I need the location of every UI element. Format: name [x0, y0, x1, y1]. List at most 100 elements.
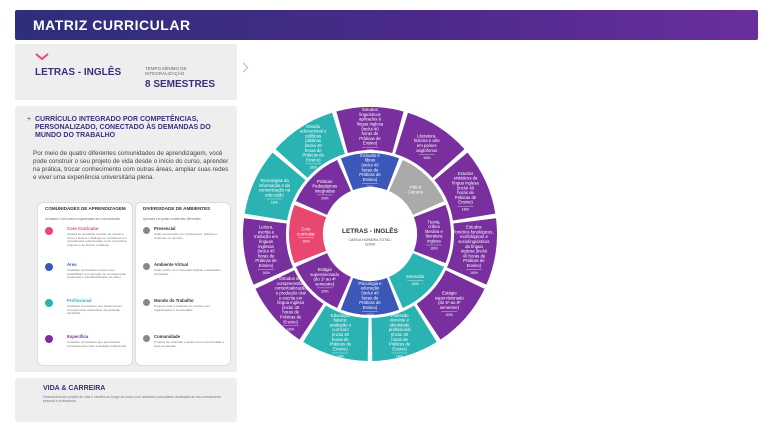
life-career-card: VIDA & CARREIRA Desenvolva seu projeto d… [15, 378, 237, 422]
community-desc: Aborda as temáticas centrais do mundo e … [67, 232, 128, 248]
environments-title: DIVERSIDADE DE AMBIENTES [143, 206, 211, 211]
inner-segment-hours: 160h [412, 282, 420, 286]
wheel-center-hours: CARGA HORÁRIA TOTAL:3200H [349, 238, 392, 247]
environments-subtitle: Aprenda em quatro ambientes diferentes [143, 217, 201, 221]
wheel-center [326, 190, 414, 278]
page-title: MATRIZ CURRICULAR [33, 17, 191, 33]
community-dot [45, 227, 53, 235]
inner-segment-hours: 160h [302, 239, 310, 243]
environment-desc: Projetos reais e práticas em contato com… [154, 304, 211, 312]
outer-segment-hours: 160h [287, 327, 295, 331]
outer-segment-hours: 200h [446, 313, 454, 317]
inner-segment [413, 204, 451, 264]
outer-segment-hours: 160h [271, 200, 279, 204]
outer-segment-hours: 160h [310, 165, 318, 169]
header-bar: MATRIZ CURRICULAR [15, 10, 758, 40]
inner-segment-hours: 160h [430, 247, 438, 251]
outer-segment [447, 218, 497, 285]
outer-segment-hours: 160h [470, 271, 478, 275]
inner-segment-label: Vida &Carreira [407, 185, 423, 195]
community-name: Profissional [67, 298, 92, 303]
outer-segment [336, 107, 404, 153]
curriculum-headline: CURRÍCULO INTEGRADO POR COMPETÊNCIAS, PE… [35, 116, 211, 139]
community-dot [45, 335, 53, 343]
curriculum-intro: Por meio de quatro diferentes comunidade… [33, 150, 229, 181]
outer-segment [244, 152, 306, 221]
community-desc: Unidades curriculares comuns que possibi… [67, 268, 126, 280]
outer-segment-hours: 160h [337, 354, 345, 358]
environment-icon [143, 227, 150, 234]
outer-segment-hours: 160h [262, 271, 270, 275]
outer-segment [434, 152, 496, 221]
plus-icon: + [27, 116, 32, 123]
inner-segment-hours: 200h [321, 196, 329, 200]
community-desc: Unidades curriculares que desenvolvem co… [67, 304, 123, 316]
outer-segment-hours: 160h [396, 354, 404, 358]
inner-segment [389, 159, 445, 215]
outer-segment [303, 305, 369, 361]
environment-name: Ambiente Virtual [154, 262, 189, 267]
inner-segment [295, 159, 351, 215]
community-name: Área [67, 262, 77, 267]
environment-desc: Aulas presenciais com professores, práti… [154, 232, 218, 240]
life-career-title: VIDA & CARREIRA [43, 385, 106, 392]
inner-segment [340, 277, 400, 316]
outer-segment-hours: 160h [423, 156, 431, 160]
inner-segment [289, 204, 327, 264]
environment-icon [143, 299, 150, 306]
outer-segment [416, 270, 485, 340]
inner-segment-hours: 160h [366, 313, 374, 317]
environments-box: DIVERSIDADE DE AMBIENTES Aprenda em quat… [135, 202, 231, 366]
outer-segment [395, 112, 465, 178]
outer-segment [275, 112, 345, 178]
communities-title: COMUNIDADES DE APRENDIZAGEM [45, 206, 126, 211]
communities-box: COMUNIDADES DE APRENDIZAGEM Unidades Cur… [37, 202, 133, 366]
community-name: Core Curricular [67, 226, 99, 231]
inner-segment [295, 253, 351, 309]
environment-icon [143, 263, 150, 270]
community-name: Específica [67, 334, 89, 339]
environment-name: Presencial [154, 226, 176, 231]
outer-segment [255, 270, 324, 340]
inner-segment-label: Extensão [406, 274, 425, 279]
integration-time-label: TEMPO MÍNIMO DE INTEGRALIZAÇÃO [145, 66, 187, 76]
outer-segment-hours: 160h [366, 149, 374, 153]
outer-segment-hours: 160h [462, 208, 470, 212]
wheel-center-title: LETRAS - INGLÊS [342, 226, 399, 235]
community-desc: Unidades curriculares que aprofundam con… [67, 340, 127, 348]
course-card: LETRAS - INGLÊS TEMPO MÍNIMO DE INTEGRAL… [15, 44, 237, 100]
curriculum-card: + CURRÍCULO INTEGRADO POR COMPETÊNCIAS, … [15, 106, 237, 372]
outer-segment [371, 305, 437, 361]
outer-segment [243, 218, 293, 285]
life-career-text: Desenvolva seu projeto de vida e carreir… [43, 395, 221, 404]
community-dot [45, 299, 53, 307]
inner-segment-hours: 160h [366, 185, 374, 189]
logo-icon [35, 53, 49, 61]
integration-time-value: 8 SEMESTRES [145, 79, 216, 90]
course-name: LETRAS - INGLÊS [35, 67, 122, 78]
inner-segment-hours: 200h [321, 289, 329, 293]
environment-name: Mundo do Trabalho [154, 298, 194, 303]
environment-icon [143, 335, 150, 342]
environment-name: Comunidade [154, 334, 181, 339]
environment-desc: Aulas online com conteúdos digitais e at… [154, 268, 221, 276]
communities-subtitle: Unidades Curriculares organizadas em com… [45, 217, 120, 221]
community-dot [45, 263, 53, 271]
